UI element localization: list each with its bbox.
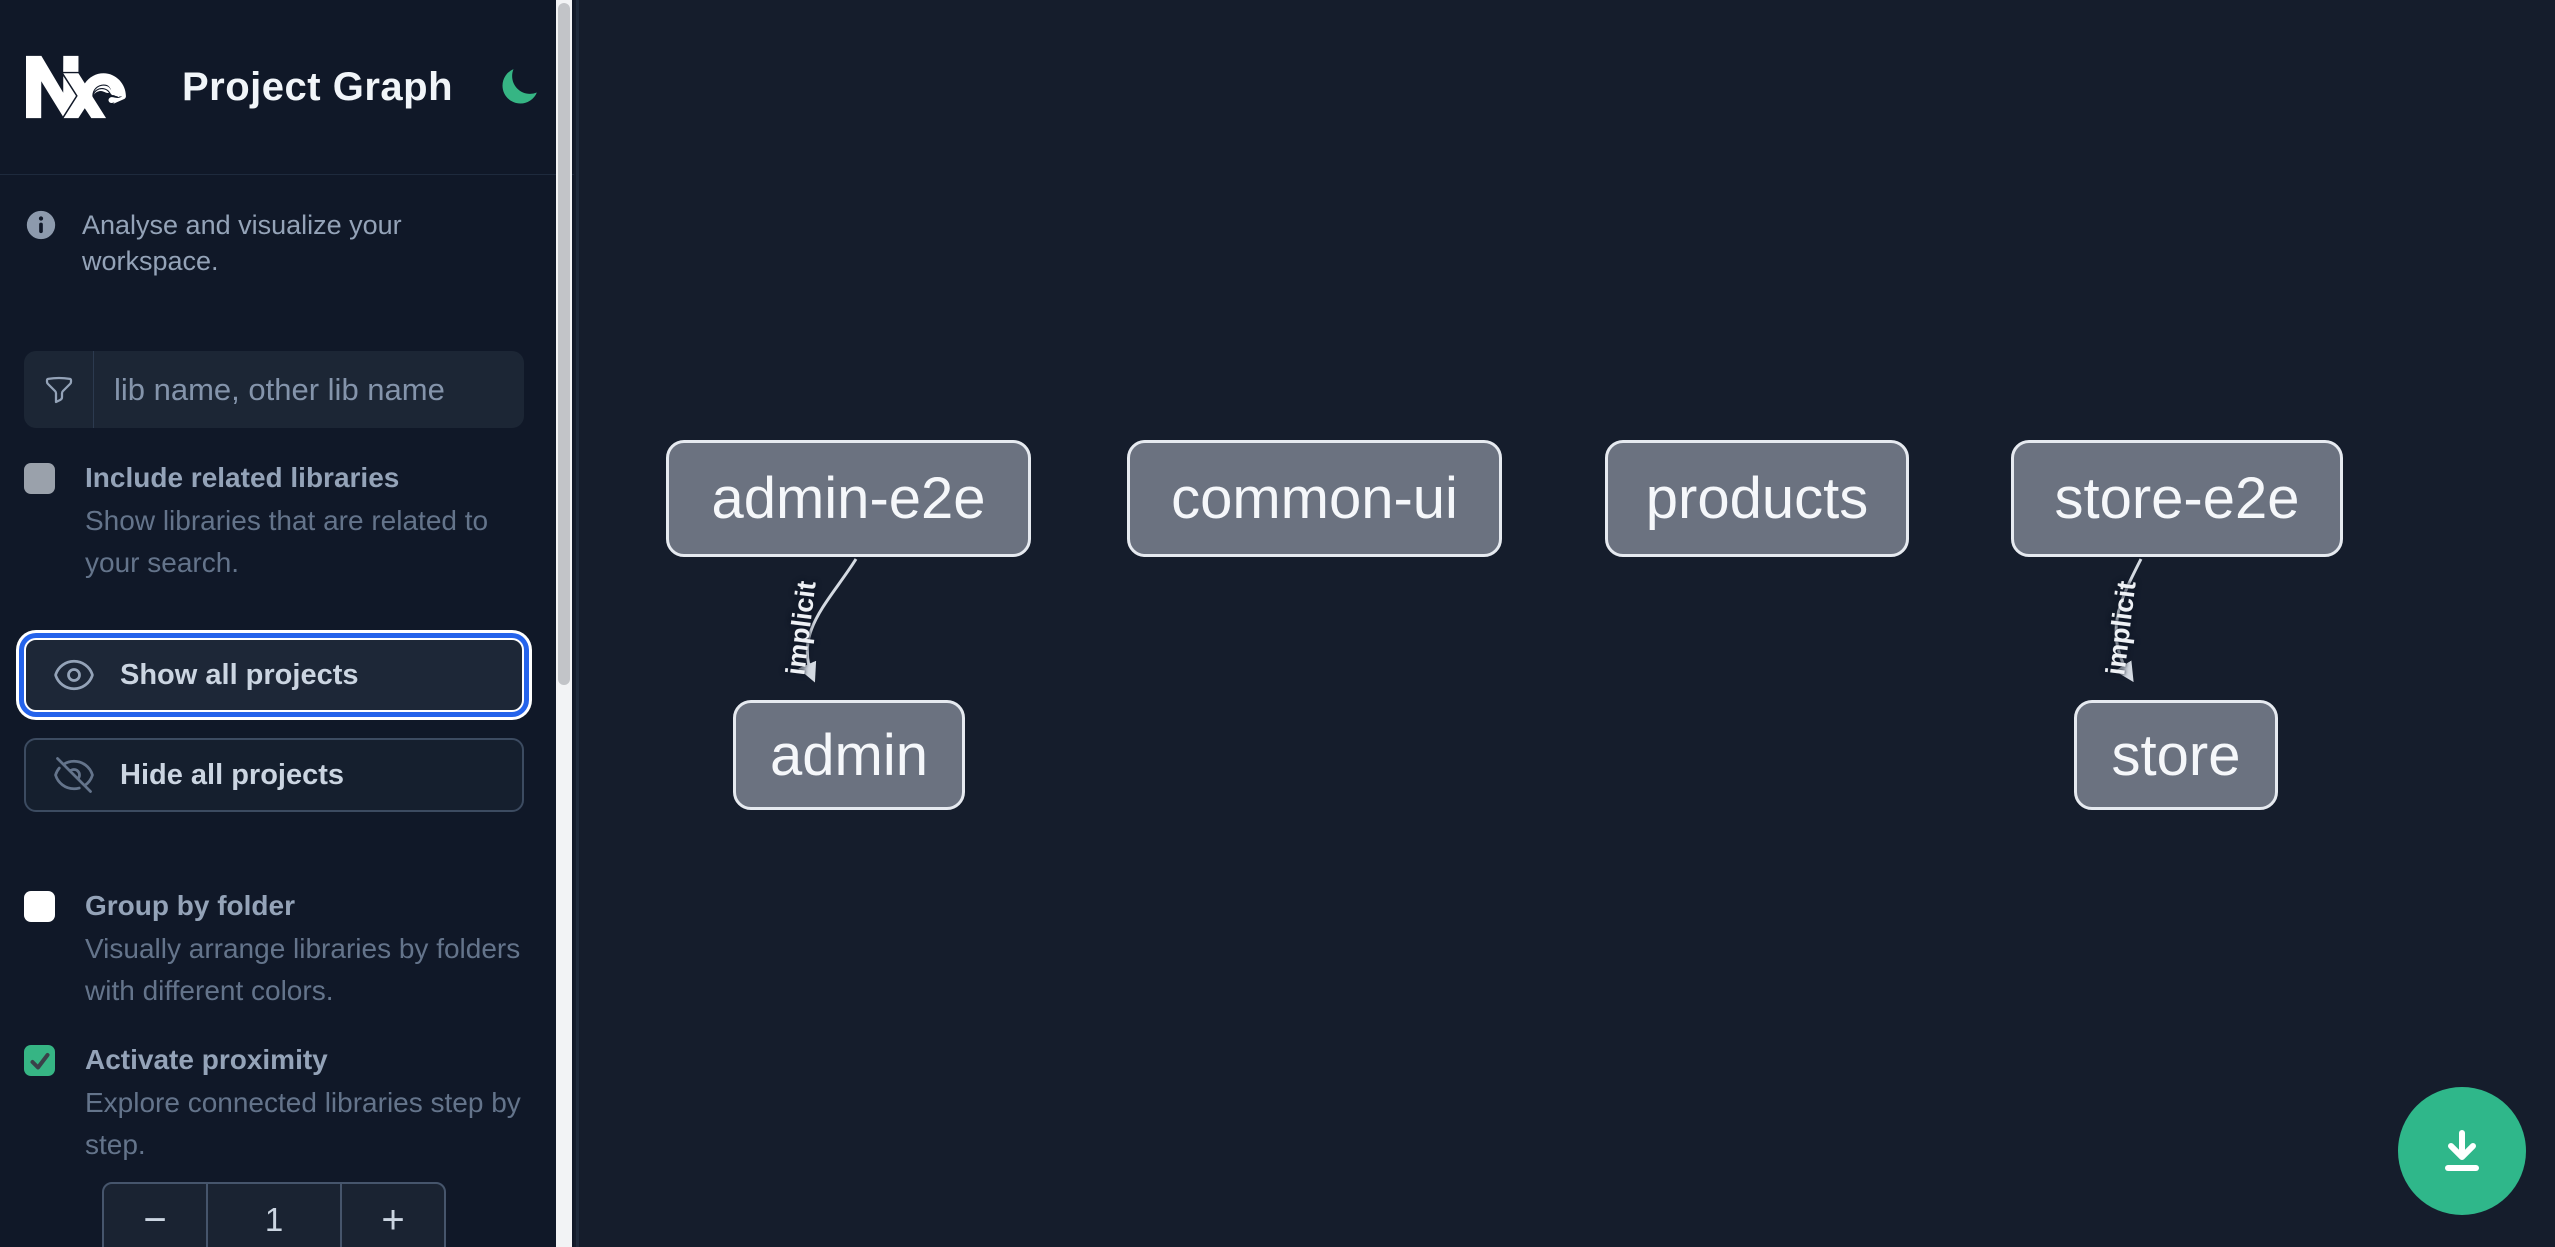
show-all-projects-button[interactable]: Show all projects	[24, 638, 524, 712]
proximity-increment-button[interactable]: +	[342, 1184, 444, 1247]
node-admin[interactable]: admin	[733, 700, 965, 810]
graph-edges-layer	[798, 558, 2143, 683]
info-row: Analyse and visualize your workspace.	[24, 207, 524, 279]
node-admin-e2e[interactable]: admin-e2e	[666, 440, 1031, 557]
group-by-folder-description: Visually arrange libraries by folders wi…	[85, 933, 521, 1006]
nx-logo	[26, 55, 126, 119]
sidebar: Project Graph Analyse and visualize your…	[0, 0, 574, 1247]
option-include-related-libraries: Include related libraries Show libraries…	[24, 458, 524, 584]
proximity-depth-value: 1	[206, 1184, 342, 1247]
option-group-by-folder: Group by folder Visually arrange librari…	[24, 886, 524, 1012]
moon-icon	[502, 69, 537, 104]
group-by-folder-checkbox[interactable]	[24, 891, 55, 922]
activate-proximity-checkbox[interactable]	[24, 1045, 55, 1076]
info-text: Analyse and visualize your workspace.	[82, 210, 402, 276]
filter-input-group	[24, 351, 524, 428]
include-related-libraries-checkbox[interactable]	[24, 463, 55, 494]
sidebar-header: Project Graph	[0, 0, 574, 175]
node-products[interactable]: products	[1605, 440, 1909, 557]
info-icon	[26, 210, 56, 240]
node-common-ui[interactable]: common-ui	[1127, 440, 1502, 557]
funnel-icon	[45, 376, 72, 403]
eye-slash-icon	[54, 757, 94, 793]
proximity-depth-stepper: − 1 +	[102, 1182, 446, 1247]
checkmark-icon	[30, 1052, 49, 1069]
sidebar-content: Analyse and visualize your workspace. In…	[0, 207, 574, 1247]
eye-icon	[54, 659, 94, 691]
show-all-projects-label: Show all projects	[120, 658, 359, 691]
node-store-e2e[interactable]: store-e2e	[2011, 440, 2343, 557]
sidebar-scrollbar-track[interactable]	[556, 0, 572, 1247]
funnel-icon-cell	[24, 351, 94, 428]
hide-all-projects-button[interactable]: Hide all projects	[24, 738, 524, 812]
node-store[interactable]: store	[2074, 700, 2278, 810]
activate-proximity-description: Explore connected libraries step by step…	[85, 1087, 521, 1160]
option-activate-proximity: Activate proximity Explore connected lib…	[24, 1040, 524, 1166]
search-input[interactable]	[94, 351, 524, 428]
download-graph-button[interactable]	[2398, 1087, 2526, 1215]
theme-toggle-button[interactable]	[495, 63, 543, 111]
include-related-libraries-label: Include related libraries	[85, 462, 400, 493]
edge-admin-e2e-to-admin[interactable]	[798, 558, 858, 683]
download-icon	[2445, 1130, 2479, 1171]
include-related-libraries-description: Show libraries that are related to your …	[85, 505, 489, 578]
activate-proximity-label: Activate proximity	[85, 1044, 328, 1075]
group-by-folder-label: Group by folder	[85, 890, 295, 921]
proximity-decrement-button[interactable]: −	[104, 1184, 206, 1247]
page-title: Project Graph	[182, 64, 454, 109]
edge-store-e2e-to-store[interactable]	[2114, 558, 2143, 683]
sidebar-scrollbar-thumb[interactable]	[558, 3, 570, 685]
hide-all-projects-label: Hide all projects	[120, 758, 345, 791]
graph-canvas[interactable]: admin-e2e common-ui products store-e2e a…	[576, 0, 2555, 1247]
